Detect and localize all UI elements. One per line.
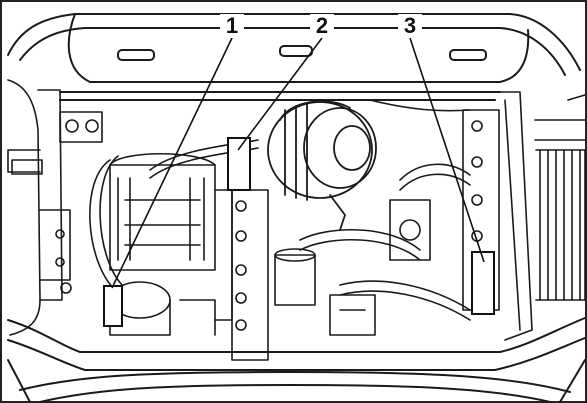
callout-number-3: 3: [404, 13, 416, 38]
leader-line-2: [237, 37, 323, 151]
callout-number-2: 2: [316, 13, 328, 38]
left-side-structure: [7, 79, 103, 336]
callout-1-bg: [220, 14, 244, 38]
leader-lines: [111, 37, 485, 289]
callout-2-bg: [310, 14, 334, 38]
hood-panel: [7, 13, 581, 101]
pulley-assembly: [267, 100, 377, 231]
engine-block: [109, 153, 269, 361]
callout-number-1: 1: [226, 13, 238, 38]
bottom-frame: [7, 317, 586, 403]
callout-3-bg: [398, 14, 422, 38]
component-1-marker: [103, 285, 123, 327]
right-side-structure: [462, 91, 586, 341]
component-2-marker: [227, 137, 251, 191]
leader-line-1: [111, 37, 233, 289]
leader-line-3: [409, 37, 485, 263]
component-3-marker: [471, 251, 495, 315]
